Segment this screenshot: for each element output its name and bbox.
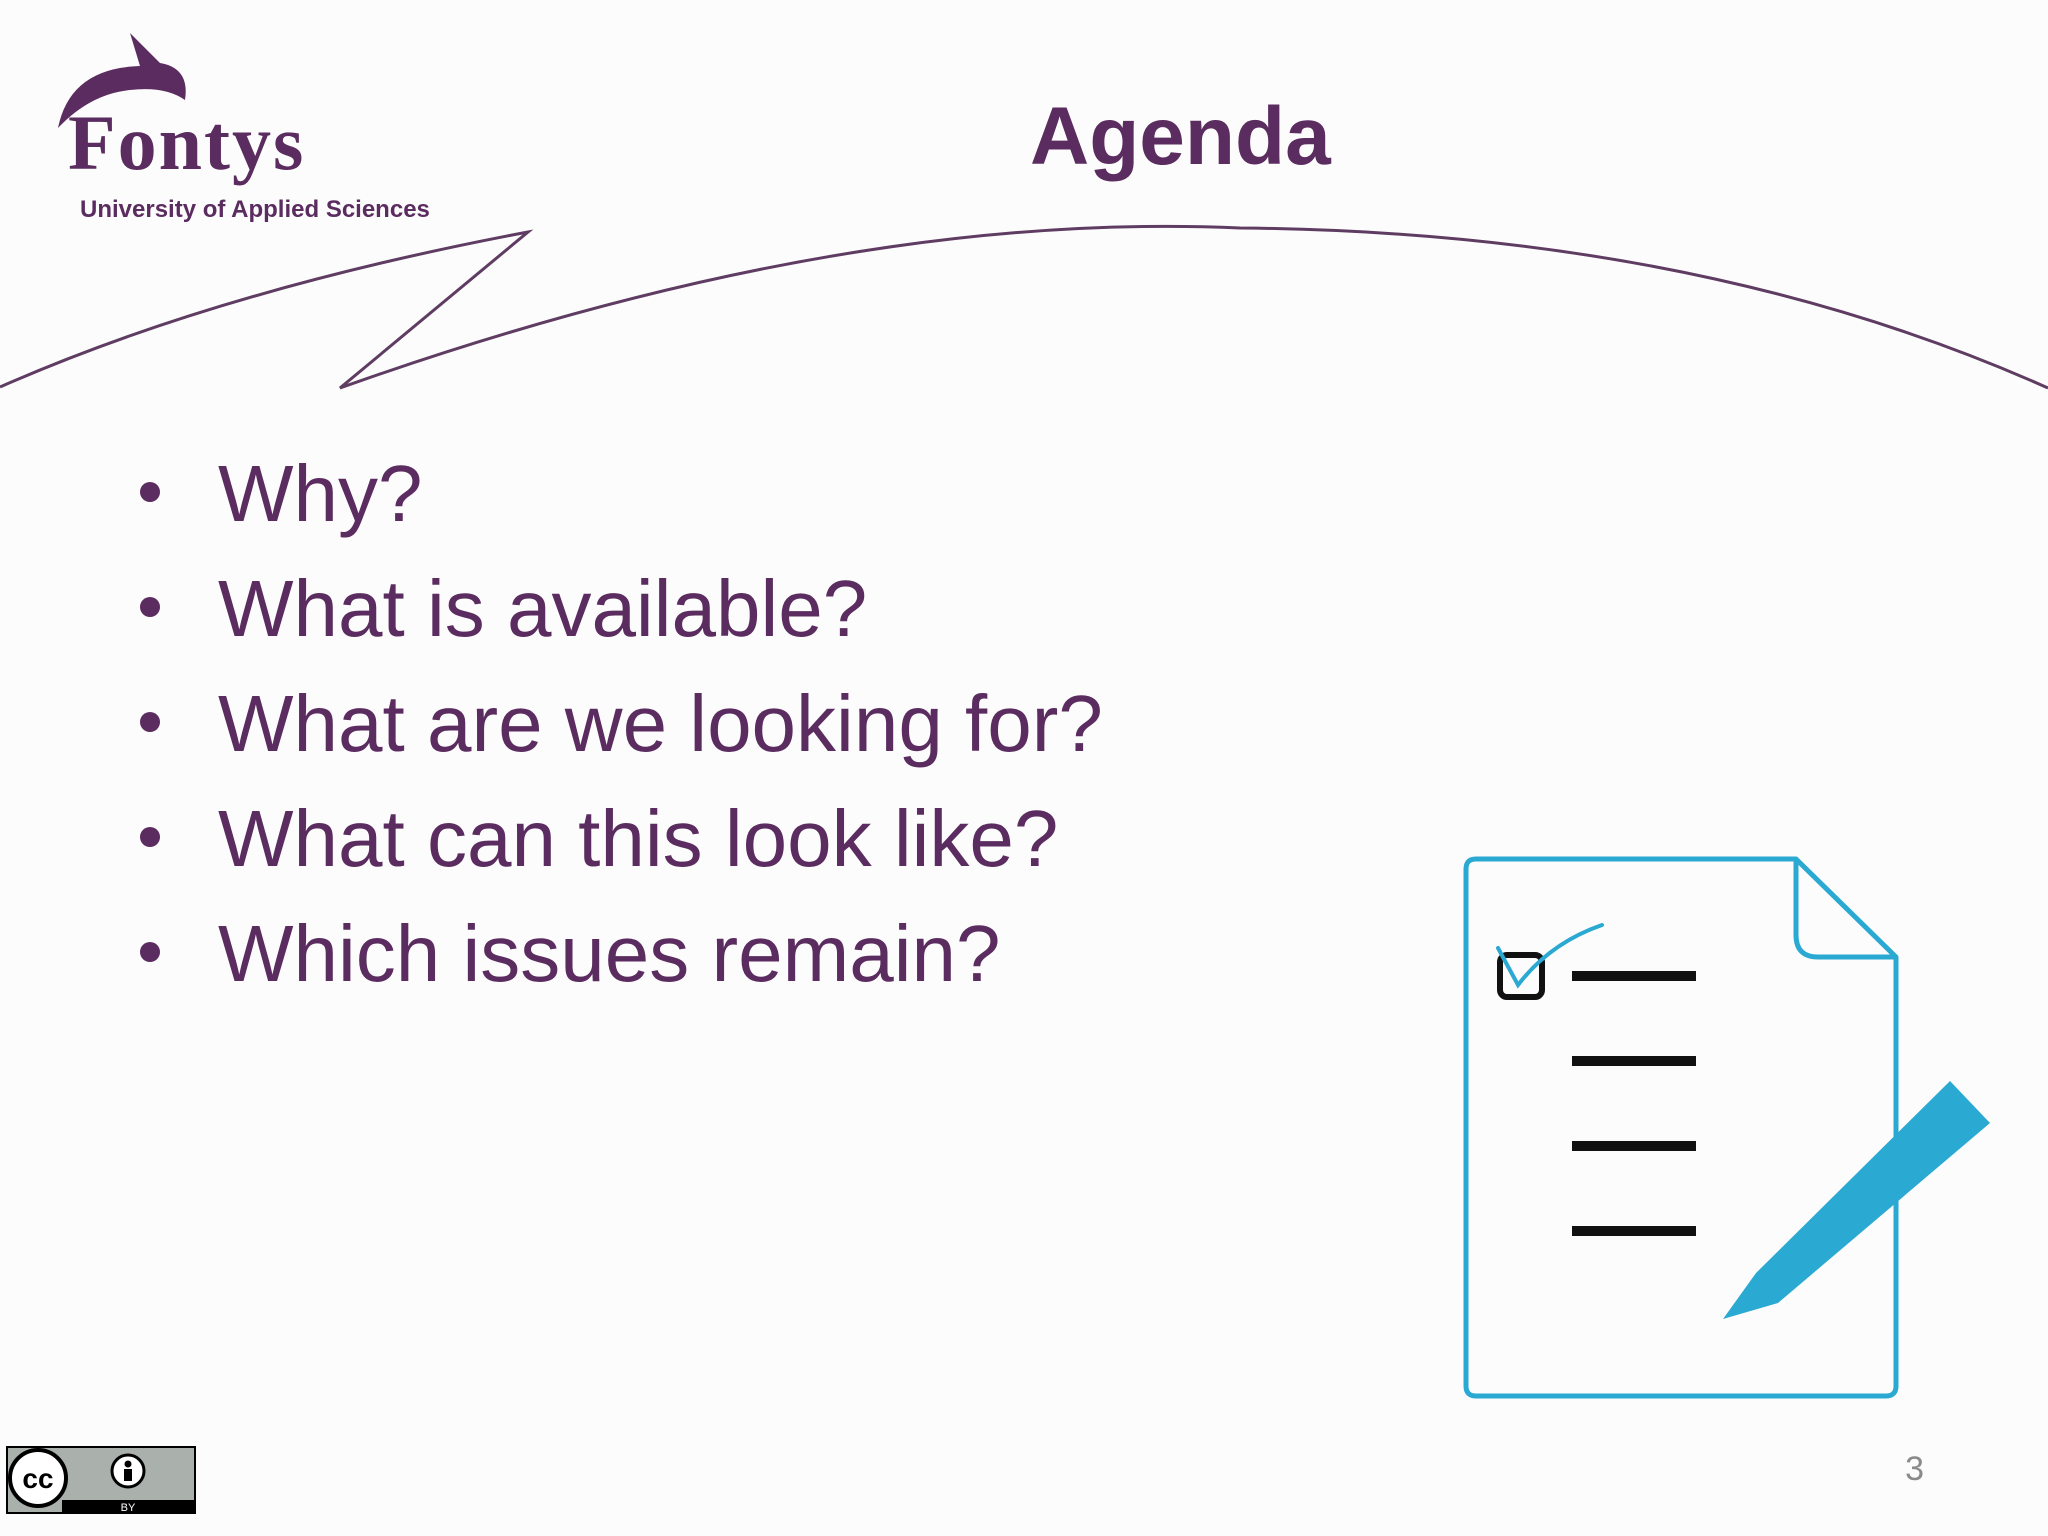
dolphin-logo-icon bbox=[58, 33, 186, 128]
bullet-icon bbox=[140, 597, 160, 617]
agenda-item-text: What can this look like? bbox=[218, 794, 1059, 883]
bullet-icon bbox=[140, 482, 160, 502]
slide-title: Agenda bbox=[1030, 91, 1331, 182]
checklist-with-pencil-icon bbox=[1463, 856, 1990, 1399]
logo-wordmark: Fontys bbox=[68, 99, 306, 186]
header-swoosh-decoration bbox=[0, 224, 2048, 390]
bullet-icon bbox=[140, 827, 160, 847]
agenda-item-text: What are we looking for? bbox=[218, 679, 1103, 768]
agenda-item-text: Why? bbox=[218, 449, 423, 538]
bullet-icon bbox=[140, 712, 160, 732]
agenda-item-text: Which issues remain? bbox=[218, 909, 1001, 998]
cc-by-icon: cc BY bbox=[6, 1446, 196, 1514]
fontys-logo: Fontys University of Applied Sciences bbox=[40, 28, 460, 238]
logo-subtitle: University of Applied Sciences bbox=[80, 196, 430, 223]
agenda-item-text: What is available? bbox=[218, 564, 868, 653]
svg-text:cc: cc bbox=[22, 1463, 53, 1494]
cc-by-label: BY bbox=[121, 1502, 136, 1514]
bullet-icon bbox=[140, 942, 160, 962]
page-number: 3 bbox=[1905, 1450, 1924, 1488]
